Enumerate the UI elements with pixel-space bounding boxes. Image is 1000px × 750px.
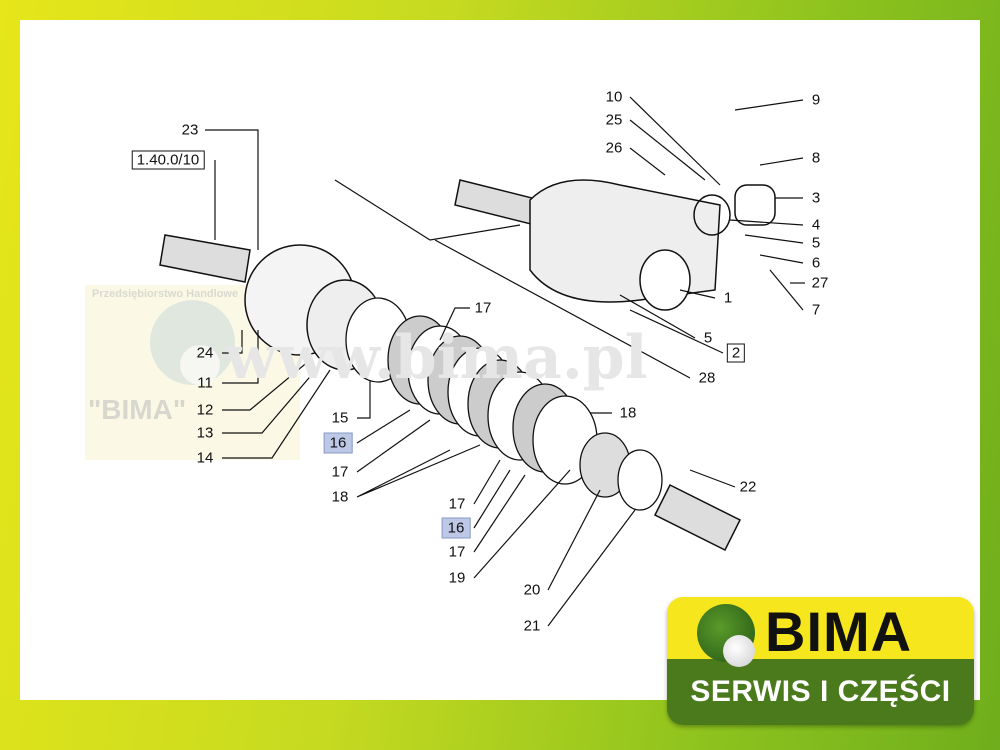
bima-logo: BIMA SERWIS I CZĘŚCI xyxy=(667,597,974,725)
part-label: 7 xyxy=(811,301,821,319)
part-label: 4 xyxy=(811,216,821,234)
part-label: 25 xyxy=(605,111,623,129)
watermark-ball xyxy=(180,345,220,385)
part-label: 26 xyxy=(605,139,623,157)
clutch-discs xyxy=(345,297,663,511)
part-label: 12 xyxy=(196,401,214,419)
right-shaft xyxy=(653,483,742,552)
part-label: 8 xyxy=(811,149,821,167)
part-label: 18 xyxy=(619,404,637,422)
watermark-company-sub: Przedsiębiorstwo Handlowe xyxy=(92,288,239,300)
part-label: 11 xyxy=(197,374,213,392)
reference-box[interactable]: 1.40.0/10 xyxy=(131,150,205,170)
part-label: 21 xyxy=(523,617,541,635)
part-label: 18 xyxy=(331,488,349,506)
watermark-url: www.bima.pl xyxy=(225,323,648,393)
watermark-company-name: "BIMA" xyxy=(88,394,187,425)
part-label: 20 xyxy=(523,581,541,599)
part-label: 3 xyxy=(811,189,821,207)
filter-cartridge xyxy=(734,184,776,226)
left-shaft xyxy=(159,234,251,283)
logo-top: BIMA xyxy=(667,597,974,667)
part-label: 19 xyxy=(448,569,466,587)
part-label: 13 xyxy=(196,424,214,442)
part-label-highlighted[interactable]: 16 xyxy=(323,432,353,454)
part-label: 1 xyxy=(723,289,733,307)
part-label: 6 xyxy=(811,254,821,272)
logo-white-ball-icon xyxy=(723,635,755,667)
part-label: 15 xyxy=(331,409,349,427)
part-label: 17 xyxy=(331,463,349,481)
part-label: 22 xyxy=(739,478,757,496)
part-label: 17 xyxy=(474,299,492,317)
part-label: 5 xyxy=(703,329,713,347)
part-label: 27 xyxy=(811,274,829,292)
transmission-housing xyxy=(529,179,721,303)
part-label: 24 xyxy=(196,344,214,362)
o-ring xyxy=(693,194,731,236)
logo-tagline: SERWIS I CZĘŚCI xyxy=(667,659,974,725)
part-label: 23 xyxy=(181,121,199,139)
upper-shaft xyxy=(454,179,541,226)
leader-lines xyxy=(205,96,805,627)
logo-brand: BIMA xyxy=(765,600,913,663)
part-label: 9 xyxy=(811,91,821,109)
output-hub xyxy=(639,249,691,311)
part-label: 17 xyxy=(448,543,466,561)
part-label: 17 xyxy=(448,495,466,513)
part-label: 5 xyxy=(811,234,821,252)
part-label: 10 xyxy=(605,88,623,106)
part-label: 28 xyxy=(698,369,716,387)
part-label: 14 xyxy=(196,449,214,467)
part-label-highlighted[interactable]: 16 xyxy=(441,517,471,539)
reference-box-2[interactable]: 2 xyxy=(726,343,746,363)
